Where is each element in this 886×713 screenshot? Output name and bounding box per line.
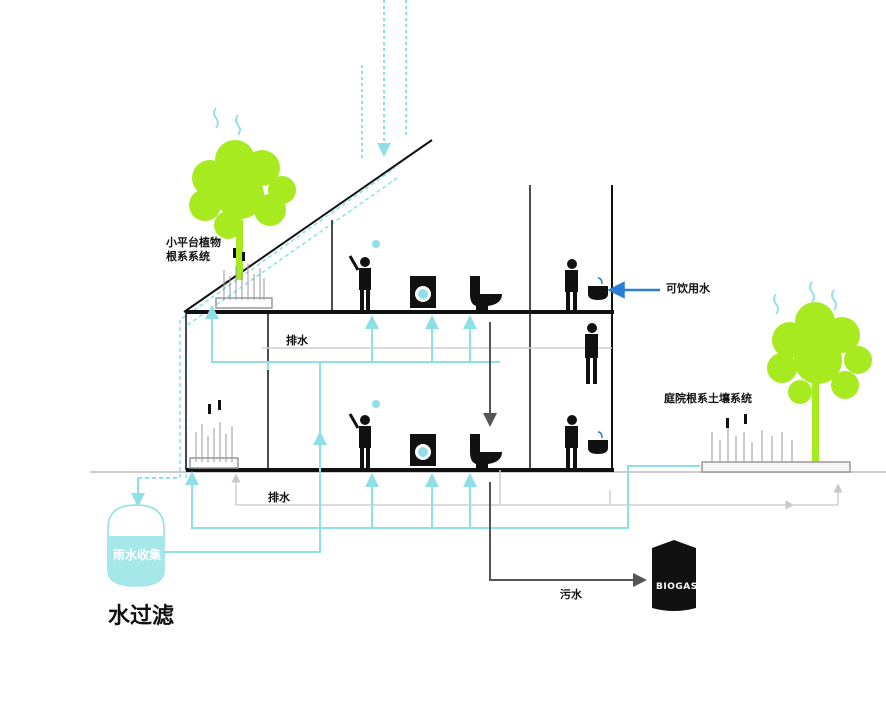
shower-head-lower-icon [372, 400, 380, 408]
person-sink-upper-icon [565, 259, 578, 312]
tree-courtyard-icon [767, 302, 872, 462]
drain-upper-label: 排水 [286, 334, 308, 347]
washing-machine-upper-icon [410, 276, 436, 308]
person-middle-icon [585, 323, 598, 384]
biogas-label: BIOGAS [656, 582, 698, 592]
toilet-upper-icon [470, 276, 502, 310]
roof-plants-text: 小平台植物 根系系统 [166, 236, 221, 263]
roof-plants-label: 小平台植物 根系系统 [166, 236, 221, 264]
courtyard-soil-label: 庭院根系土壤系统 [664, 392, 752, 405]
sink-lower-icon [588, 431, 608, 454]
rain-tank [107, 504, 165, 587]
building-structure [185, 185, 614, 472]
person-shower-upper-icon [348, 255, 371, 310]
rain-tank-label: 雨水收集 [113, 548, 162, 562]
planter-boxes [189, 297, 851, 473]
greywater-lines [231, 347, 843, 510]
water-filter-label: 水过滤 [108, 603, 175, 629]
rain-arrows [361, 0, 407, 160]
potable-water-label: 可饮用水 [666, 282, 710, 295]
washing-machine-lower-icon [410, 434, 436, 466]
person-sink-lower-icon [565, 415, 578, 468]
tree-roof-icon [189, 140, 296, 280]
biogas-tank [652, 540, 696, 611]
reed-plants-icon [195, 264, 793, 462]
cattail-icon [208, 248, 747, 428]
evaporation-icon [213, 107, 837, 315]
sink-upper-icon [588, 277, 608, 300]
toilet-lower-icon [470, 434, 502, 468]
shower-head-upper-icon [372, 240, 380, 248]
sewage-label: 污水 [560, 588, 582, 601]
clean-water-lines [131, 305, 700, 553]
drain-lower-label: 排水 [268, 491, 290, 504]
person-shower-lower-icon [348, 413, 371, 468]
sewage-line [483, 322, 647, 587]
